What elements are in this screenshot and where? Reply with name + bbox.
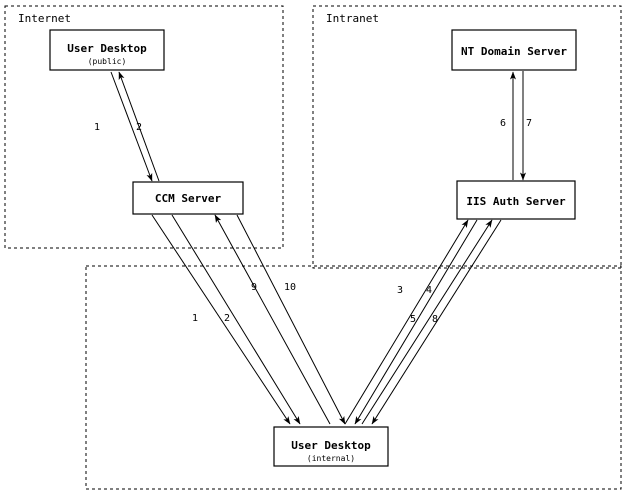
step-label-2-public: 2: [136, 122, 142, 133]
zone-internet-border: [4, 5, 284, 249]
flow-line-step-1-public: [110, 71, 153, 182]
node-iis-auth-server-box[interactable]: [456, 180, 576, 220]
flow-line-step-2-internal: [171, 214, 301, 425]
node-user-desktop-public-box[interactable]: [49, 29, 165, 71]
zone-internet: Internet: [4, 5, 284, 249]
node-user-desktop-public-title: User Desktop: [67, 42, 147, 55]
flow-ccm-internal-desktop-right: [214, 214, 346, 425]
flow-line-step-4: [354, 219, 478, 425]
node-ccm-server-box[interactable]: [132, 181, 244, 215]
flow-line-step-5: [361, 219, 493, 425]
node-user-desktop-internal-subtitle: (internal): [307, 454, 355, 463]
step-label-5: 5: [410, 314, 416, 325]
node-user-desktop-internal[interactable]: User Desktop (internal): [273, 426, 389, 467]
node-user-desktop-public[interactable]: User Desktop (public): [49, 29, 165, 71]
step-label-10: 10: [284, 282, 296, 293]
step-label-3: 3: [397, 285, 403, 296]
step-label-4: 4: [426, 285, 432, 296]
flow-line-step-1-internal: [151, 214, 291, 425]
step-label-7: 7: [526, 118, 532, 129]
node-user-desktop-public-subtitle: (public): [88, 57, 127, 66]
flow-line-step-2-public: [118, 71, 160, 182]
flow-line-step-3: [344, 219, 469, 425]
flow-line-step-10: [236, 214, 346, 425]
zone-intranet: Intranet: [312, 5, 622, 269]
node-user-desktop-internal-box[interactable]: [273, 426, 389, 467]
node-nt-domain-server[interactable]: NT Domain Server: [451, 29, 577, 71]
step-labels: 1 2 1 2 3 4 5 8 6 7 9 10: [94, 118, 532, 325]
step-label-6: 6: [500, 118, 506, 129]
flow-ccm-internal-desktop-left: [151, 214, 301, 425]
step-label-8: 8: [432, 314, 438, 325]
node-ccm-server[interactable]: CCM Server: [132, 181, 244, 215]
step-label-2-internal: 2: [224, 313, 230, 324]
flow-line-step-9: [214, 214, 331, 425]
flow-iis-nt-domain: [510, 71, 526, 181]
flow-internal-desktop-iis-a: [344, 219, 478, 425]
zone-intranet-border: [312, 5, 622, 269]
step-label-1-public: 1: [94, 122, 100, 133]
node-iis-auth-server-title: IIS Auth Server: [466, 195, 566, 208]
zone-internal-border: [85, 265, 622, 490]
zone-internal-network: [85, 265, 622, 490]
node-user-desktop-internal-title: User Desktop: [291, 439, 371, 452]
step-label-1-internal: 1: [192, 313, 198, 324]
node-nt-domain-server-box[interactable]: [451, 29, 577, 71]
node-ccm-server-title: CCM Server: [155, 192, 222, 205]
flow-internal-desktop-iis-b: [361, 219, 502, 425]
zone-internet-label: Internet: [18, 12, 71, 25]
zone-intranet-label: Intranet: [326, 12, 379, 25]
flow-line-step-8: [371, 219, 502, 425]
node-iis-auth-server[interactable]: IIS Auth Server: [456, 180, 576, 220]
node-nt-domain-server-title: NT Domain Server: [461, 45, 567, 58]
flow-public-desktop-ccm: [110, 71, 160, 182]
step-label-9: 9: [251, 282, 257, 293]
